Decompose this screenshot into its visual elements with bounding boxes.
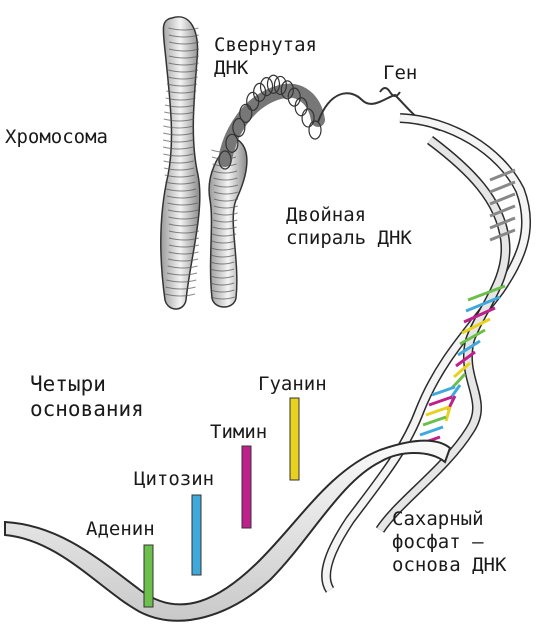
label-double-helix: Двойная спираль ДНК: [286, 204, 412, 249]
label-coiled-dna: Свернутая ДНК: [214, 34, 317, 79]
double-helix-illustration: [321, 113, 532, 593]
gene-marker: [379, 87, 401, 97]
base-bar-cytosine: [191, 494, 202, 576]
sugar-phosphate-backbone: [4, 439, 452, 622]
label-gene: Ген: [383, 62, 418, 84]
base-bar-adenine: [143, 544, 154, 608]
label-thymine: Тимин: [210, 421, 268, 443]
label-cytosine: Цитозин: [134, 468, 215, 490]
base-bar-thymine: [241, 445, 252, 529]
label-adenine: Аденин: [86, 518, 155, 540]
label-guanine: Гуанин: [258, 373, 327, 395]
bases-group: [143, 397, 300, 608]
coiled-dna-illustration: [218, 74, 325, 170]
label-sugar-phosphate: Сахарный фосфат – основа ДНК: [392, 508, 507, 576]
label-chromosome: Хромосома: [5, 126, 108, 148]
chromosome-illustration: [159, 16, 248, 310]
base-bar-guanine: [289, 397, 300, 481]
label-four-bases: Четыри основания: [30, 372, 144, 422]
